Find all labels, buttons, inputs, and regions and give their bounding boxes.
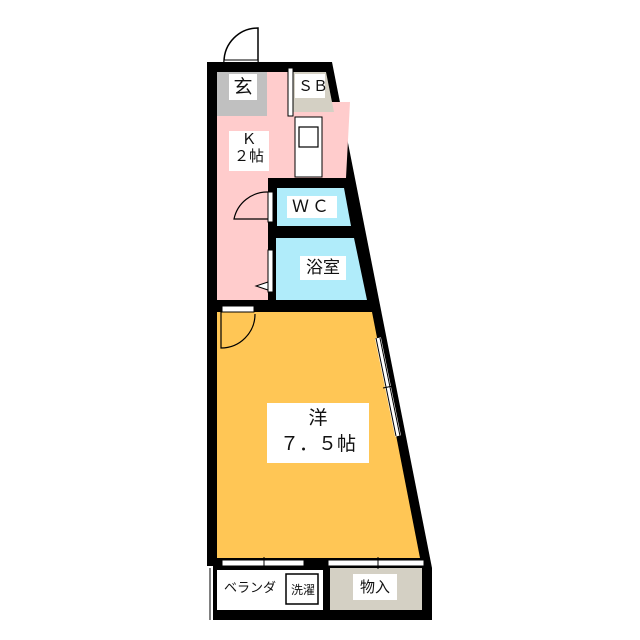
kitchen-label: Ｋ ２帖 bbox=[229, 130, 269, 171]
bath-door-fold bbox=[254, 281, 269, 291]
wc-door-swing bbox=[233, 191, 269, 220]
fridge-icon bbox=[298, 126, 319, 148]
entrance-label: 玄 bbox=[229, 74, 257, 100]
sb-door bbox=[287, 67, 294, 117]
toilet-label: ＷＣ bbox=[287, 196, 337, 218]
veranda-sash bbox=[221, 557, 305, 569]
storage-door[interactable] bbox=[327, 557, 425, 569]
western-room-label: 洋 ７．５帖 bbox=[267, 403, 369, 463]
veranda-label: ベランダ bbox=[223, 581, 276, 596]
entrance-door bbox=[223, 27, 259, 66]
bathroom-label: 浴室 bbox=[300, 256, 346, 280]
wall-wc-bath bbox=[268, 226, 358, 238]
kitchen-strip bbox=[322, 102, 346, 178]
western-room-label-size: ７．５帖 bbox=[279, 433, 356, 455]
room-door[interactable] bbox=[221, 305, 255, 313]
wc-door[interactable] bbox=[267, 191, 274, 223]
shoe-box-label: ＳＢ bbox=[298, 77, 329, 95]
bath-door[interactable] bbox=[267, 249, 274, 293]
kitchen-label-type: Ｋ bbox=[241, 130, 257, 148]
room-door-swing bbox=[220, 312, 256, 349]
washer-label: 洗濯 bbox=[289, 578, 317, 602]
storage-label: 物入 bbox=[353, 574, 397, 600]
western-room-label-type: 洋 bbox=[308, 407, 328, 429]
wall-wc-top bbox=[268, 178, 348, 188]
side-window bbox=[375, 337, 401, 437]
shoe-box-label-bg bbox=[295, 74, 325, 98]
kitchen-label-size: ２帖 bbox=[233, 147, 264, 166]
